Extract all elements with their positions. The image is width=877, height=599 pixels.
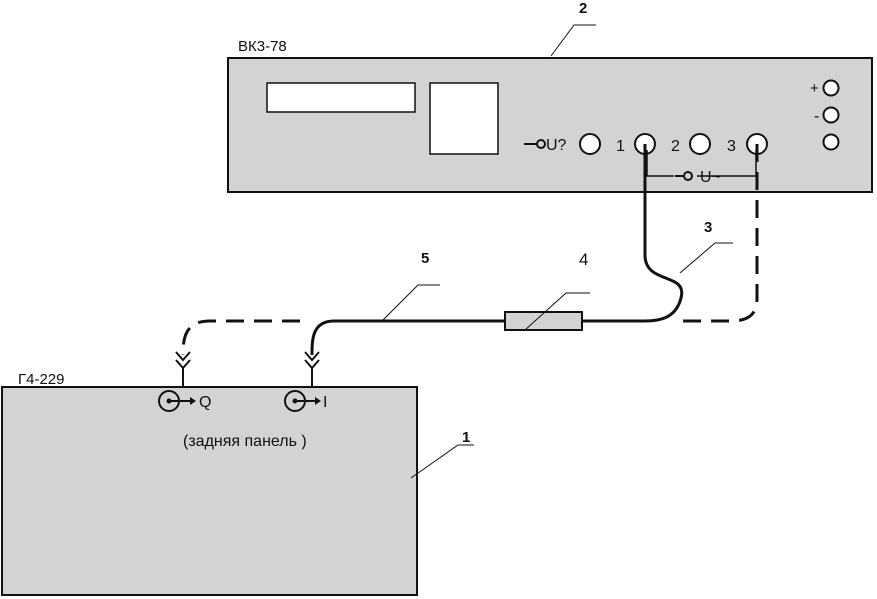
voltmeter-display (266, 82, 416, 113)
connector-i-arrow-head (315, 397, 321, 405)
callout-5-leader (381, 284, 440, 322)
callout-4-number: 4 (579, 250, 588, 269)
terminal-2-label: 2 (671, 138, 680, 155)
plug-q (175, 351, 191, 387)
generator-panel (1, 386, 418, 596)
terminal-2[interactable] (689, 133, 711, 155)
plug-i (304, 351, 320, 387)
ground-terminal[interactable] (822, 133, 840, 151)
callout-5-number: 5 (421, 250, 429, 267)
u-dc-indicator (524, 139, 546, 149)
resistor (504, 311, 583, 331)
minus-label: - (814, 108, 819, 125)
u-dc-terminal[interactable] (579, 133, 601, 155)
callout-2-leader (550, 24, 596, 57)
u-ac-indicator-ring (683, 171, 693, 181)
callout-2-number: 2 (579, 0, 587, 17)
plus-terminal[interactable] (822, 79, 840, 97)
plus-label: + (810, 80, 819, 97)
minus-terminal[interactable] (822, 106, 840, 124)
plug-i-chevron-upper (304, 351, 320, 362)
shield-cable (181, 144, 759, 356)
callout-1-leader (410, 444, 474, 479)
voltmeter-name: ВК3-78 (238, 38, 287, 55)
connector-q-arrow-head (190, 397, 196, 405)
connector-i-label: I (323, 394, 327, 411)
callout-3-number: 3 (704, 219, 712, 236)
connector-q[interactable] (158, 390, 196, 412)
callout-1-number: 1 (462, 429, 470, 446)
callout-3-leader (679, 242, 733, 274)
generator-name: Г4-229 (18, 371, 65, 388)
terminal-3-label: 3 (727, 138, 736, 155)
signal-cable (310, 144, 684, 356)
u-ac-label: U~ (700, 169, 721, 186)
callout-4-leader (524, 292, 590, 331)
connector-i[interactable] (284, 390, 321, 412)
terminal-1-label: 1 (616, 138, 625, 155)
u-dc-label: U? (546, 137, 567, 154)
u-dc-indicator-ring (536, 139, 546, 149)
voltmeter-panel (227, 57, 873, 193)
voltmeter-window (429, 82, 499, 155)
plug-q-chevron-upper (175, 351, 191, 362)
generator-caption: (задняя панель ) (183, 433, 307, 450)
connector-q-label: Q (199, 394, 211, 411)
